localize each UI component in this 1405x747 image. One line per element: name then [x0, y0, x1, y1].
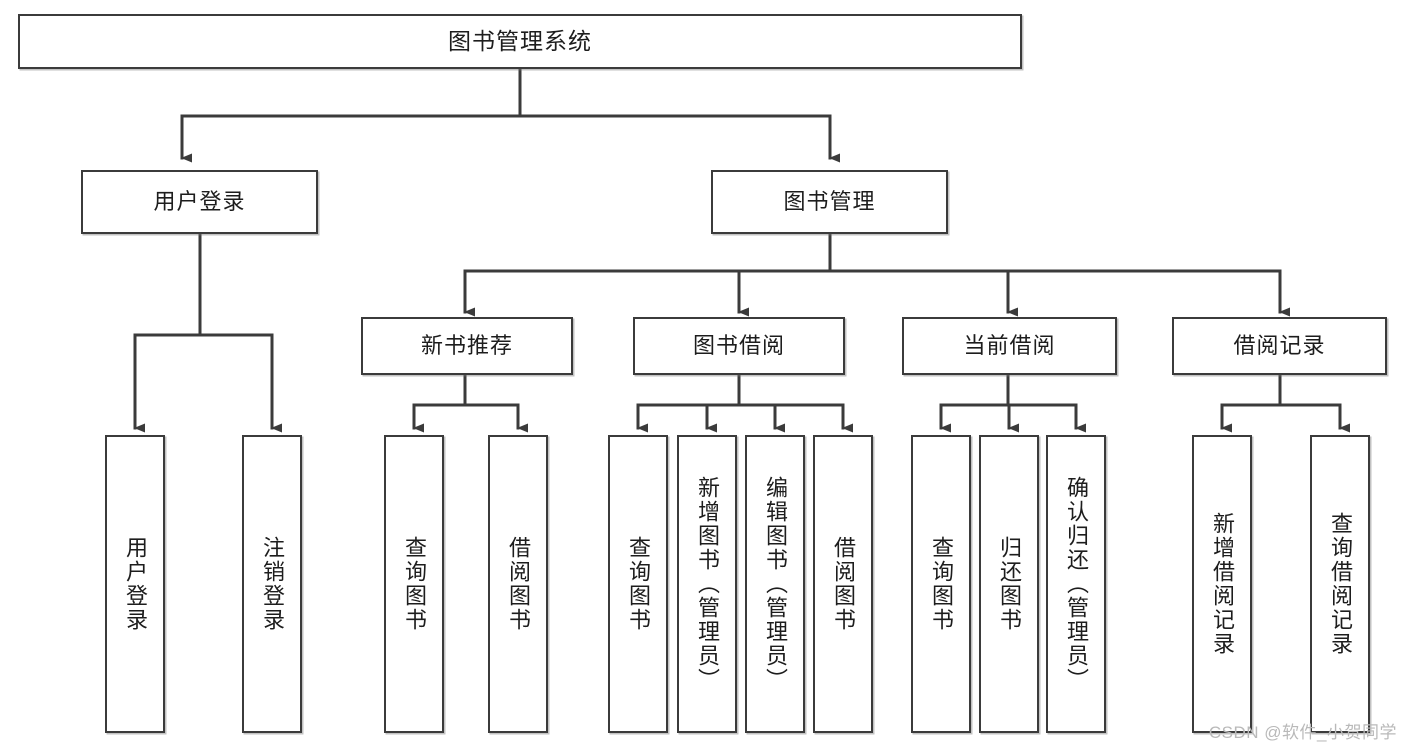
- node-new-book-recommend[interactable]: 新书推荐: [361, 317, 573, 375]
- node-label: 图书管理: [783, 188, 876, 214]
- node-book-borrow[interactable]: 图书借阅: [633, 317, 845, 375]
- leaf-new-book-borrow-book[interactable]: 借阅图书: [488, 435, 548, 733]
- node-label: 注销登录: [259, 536, 285, 632]
- node-label: 新增借阅记录: [1209, 512, 1235, 656]
- node-label: 查询借阅记录: [1327, 512, 1353, 656]
- leaf-current-query-book[interactable]: 查询图书: [911, 435, 971, 733]
- leaf-add-borrow-record[interactable]: 新增借阅记录: [1192, 435, 1252, 733]
- node-label: 借阅图书: [830, 536, 856, 632]
- node-label: 查询图书: [928, 536, 954, 632]
- node-label: 编辑图书（管理员）: [762, 476, 788, 692]
- node-label: 图书借阅: [692, 332, 785, 358]
- node-root-book-management-system[interactable]: 图书管理系统: [18, 14, 1022, 69]
- node-label: 借阅图书: [505, 536, 531, 632]
- leaf-user-login[interactable]: 用户登录: [105, 435, 165, 733]
- leaf-new-book-query-book[interactable]: 查询图书: [384, 435, 444, 733]
- node-label: 查询图书: [625, 536, 651, 632]
- node-label: 归还图书: [996, 536, 1022, 632]
- node-label: 借阅记录: [1233, 332, 1326, 358]
- leaf-return-book[interactable]: 归还图书: [979, 435, 1039, 733]
- leaf-borrow-query-book[interactable]: 查询图书: [608, 435, 668, 733]
- node-label: 用户登录: [122, 536, 148, 632]
- leaf-confirm-return-admin[interactable]: 确认归还（管理员）: [1046, 435, 1106, 733]
- node-book-management[interactable]: 图书管理: [711, 170, 948, 234]
- node-label: 图书管理系统: [448, 27, 592, 54]
- node-label: 确认归还（管理员）: [1063, 476, 1089, 692]
- leaf-borrow-book[interactable]: 借阅图书: [813, 435, 873, 733]
- node-label: 新书推荐: [420, 332, 513, 358]
- node-user-login[interactable]: 用户登录: [81, 170, 318, 234]
- node-current-borrow[interactable]: 当前借阅: [902, 317, 1117, 375]
- node-label: 新增图书（管理员）: [694, 476, 720, 692]
- node-label: 查询图书: [401, 536, 427, 632]
- node-borrow-record[interactable]: 借阅记录: [1172, 317, 1387, 375]
- node-label: 当前借阅: [963, 332, 1056, 358]
- leaf-query-borrow-record[interactable]: 查询借阅记录: [1310, 435, 1370, 733]
- leaf-edit-book-admin[interactable]: 编辑图书（管理员）: [745, 435, 805, 733]
- leaf-logout[interactable]: 注销登录: [242, 435, 302, 733]
- csdn-watermark: CSDN @软件_小贺同学: [1208, 723, 1397, 742]
- leaf-add-book-admin[interactable]: 新增图书（管理员）: [677, 435, 737, 733]
- node-label: 用户登录: [153, 188, 246, 214]
